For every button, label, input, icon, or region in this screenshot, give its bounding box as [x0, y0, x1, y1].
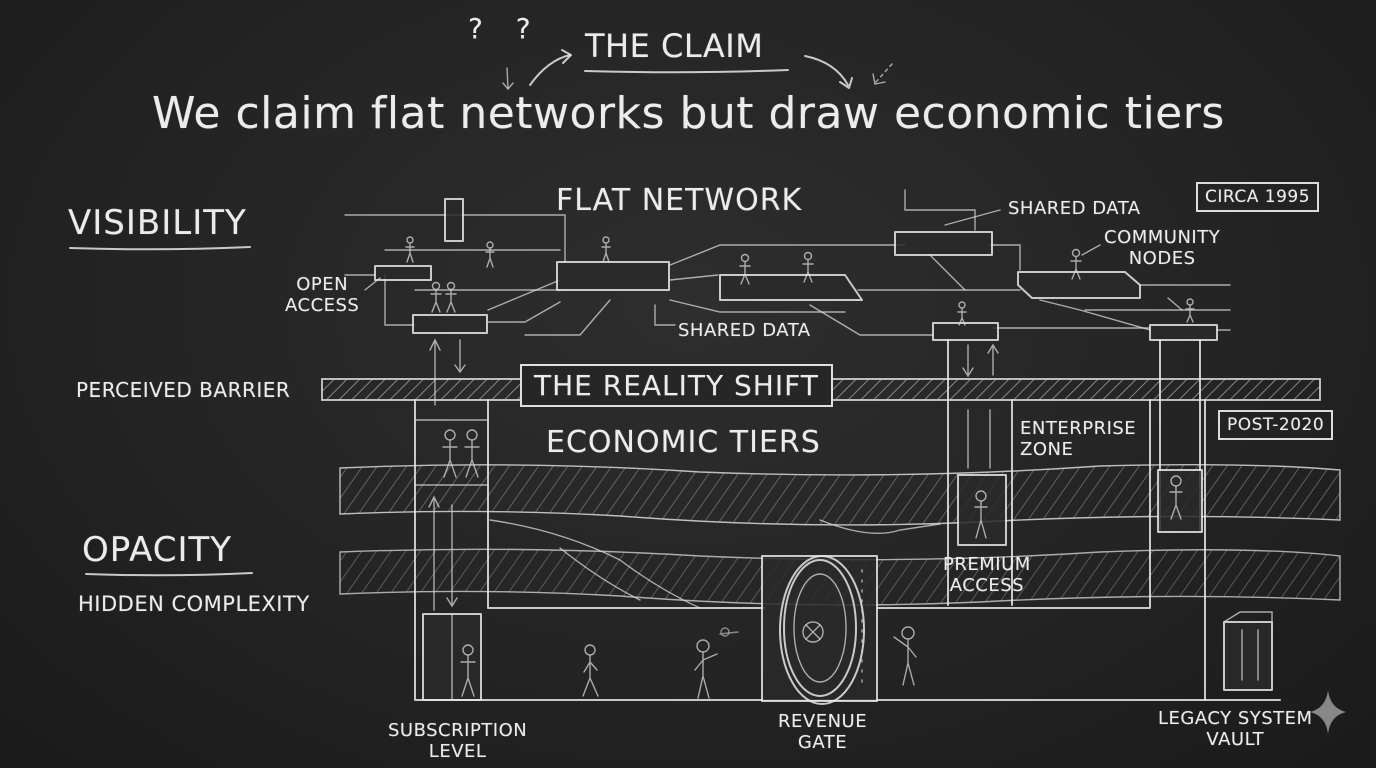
- shared-data-mid-label: SHARED DATA: [678, 320, 811, 341]
- sparkle-icon: [1310, 690, 1346, 734]
- underground-chambers: [414, 338, 1281, 701]
- flat-network-nodes: [374, 198, 1218, 341]
- shared-data-top-label: SHARED DATA: [1008, 198, 1141, 219]
- era-post-2020: POST-2020: [1218, 410, 1334, 440]
- perceived-barrier-label: PERCEIVED BARRIER: [76, 378, 291, 402]
- visibility-label: VISIBILITY: [68, 203, 247, 243]
- vault-door: [761, 555, 878, 705]
- claim-label: THE CLAIM: [585, 27, 764, 65]
- open-access-label: OPEN ACCESS: [285, 274, 360, 316]
- upper-stick-figures: [405, 236, 1195, 326]
- main-title: We claim flat networks but draw economic…: [152, 88, 1225, 139]
- legacy-vault-label: LEGACY SYSTEM VAULT: [1158, 708, 1313, 750]
- leader-lines: [364, 244, 1101, 291]
- claim-arrows: [502, 49, 893, 91]
- economic-tiers-title: ECONOMIC TIERS: [546, 425, 821, 460]
- question-marks: ? ?: [468, 12, 543, 45]
- era-circa-1995: CIRCA 1995: [1196, 182, 1320, 212]
- flat-network-title: FLAT NETWORK: [556, 183, 803, 218]
- lower-stick-figures: [442, 429, 1183, 699]
- enterprise-zone-label: ENTERPRISE ZONE: [1020, 418, 1137, 460]
- title-underlines: [69, 69, 789, 577]
- subscription-level-label: SUBSCRIPTION LEVEL: [388, 720, 528, 762]
- revenue-gate-label: REVENUE GATE: [778, 711, 868, 753]
- hidden-complexity-label: HIDDEN COMPLEXITY: [78, 592, 310, 616]
- opacity-label: OPACITY: [82, 530, 233, 570]
- community-nodes-label: COMMUNITY NODES: [1104, 227, 1221, 269]
- premium-access-label: PREMIUM ACCESS: [943, 554, 1031, 596]
- flat-network-wiring: [344, 189, 1231, 336]
- reality-shift-banner: THE REALITY SHIFT: [520, 364, 833, 407]
